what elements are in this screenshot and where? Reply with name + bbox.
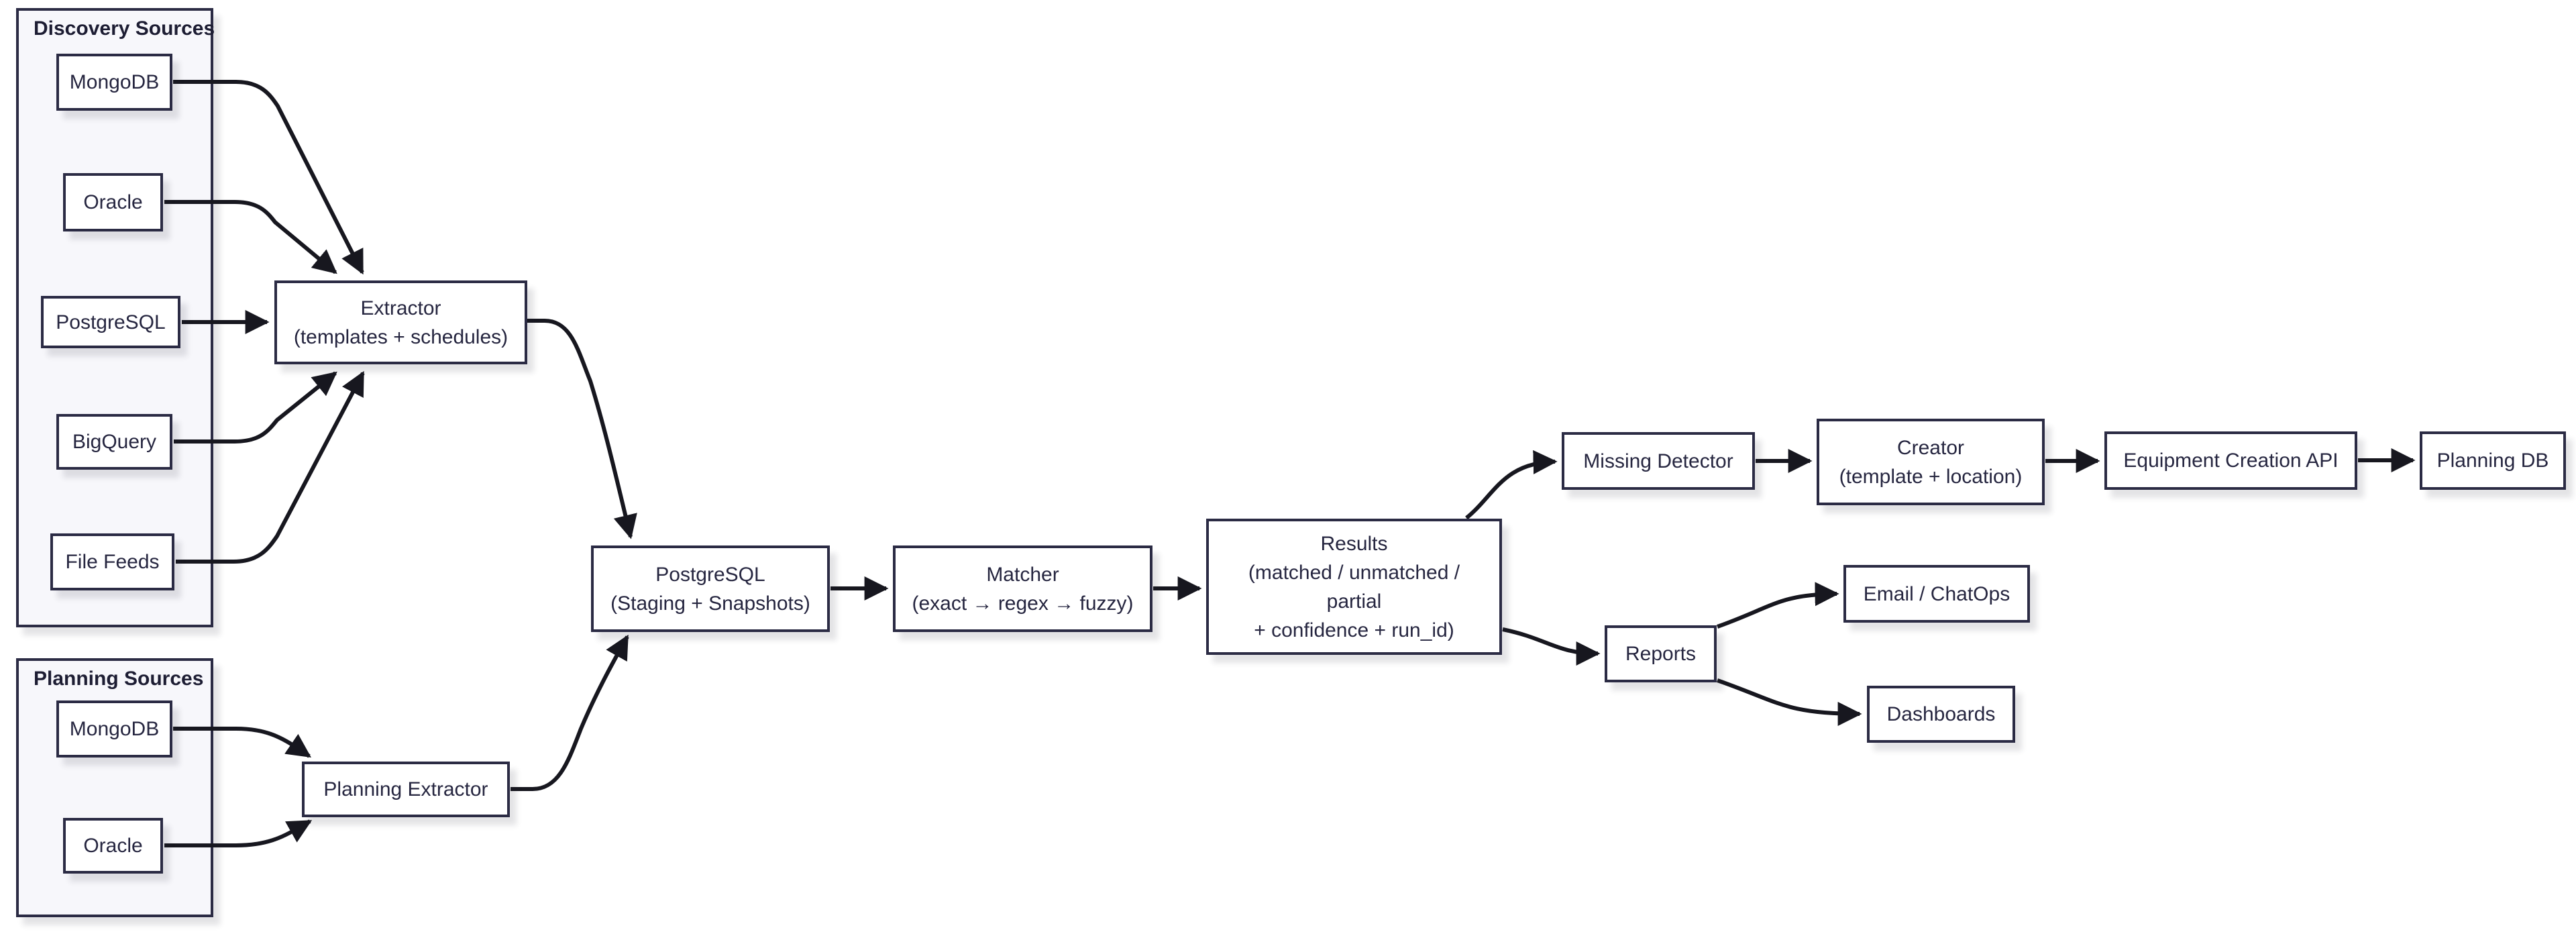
- node-label: BigQuery: [72, 431, 157, 453]
- node-reports: Reports: [1605, 625, 1717, 682]
- node-creator: Creator (template + location): [1817, 419, 2045, 505]
- node-label: Missing Detector: [1583, 450, 1733, 472]
- node-label: Creator: [1896, 436, 1965, 459]
- node-label: Equipment Creation API: [2123, 450, 2339, 472]
- group-label: Discovery Sources: [34, 17, 215, 40]
- edge-d_bigquery-to-extractor: [174, 371, 337, 444]
- node-p_mongodb: MongoDB: [56, 700, 172, 758]
- edge-d_mongodb-to-extractor: [173, 80, 364, 275]
- node-extractor: Extractor (templates + schedules): [274, 280, 527, 364]
- edge-p_mongodb-to-planning_extractor: [173, 727, 311, 758]
- node-label: PostgreSQL: [655, 563, 765, 586]
- edge-extractor-to-staging: [527, 319, 637, 539]
- node-staging: PostgreSQL (Staging + Snapshots): [591, 545, 830, 632]
- node-planning_db: Planning DB: [2420, 431, 2566, 490]
- node-email_chatops: Email / ChatOps: [1843, 565, 2030, 623]
- node-label: Matcher: [986, 563, 1059, 586]
- node-label: (templates + schedules): [293, 325, 508, 348]
- edge-reports-to-dashboards: [1717, 678, 1862, 726]
- node-d_postgresql: PostgreSQL: [41, 296, 180, 348]
- node-label: Reports: [1625, 643, 1697, 665]
- node-planning_extractor: Planning Extractor: [302, 762, 510, 817]
- node-label: Results: [1320, 532, 1388, 555]
- node-results: Results (matched / unmatched / partial + co…: [1206, 519, 1502, 655]
- edge-p_oracle-to-planning_extractor: [164, 819, 313, 847]
- node-label: partial: [1326, 590, 1382, 613]
- node-label: Dashboards: [1886, 703, 1996, 725]
- node-label: PostgreSQL: [56, 311, 166, 333]
- node-label: (template + location): [1839, 465, 2023, 488]
- edge-d_oracle-to-extractor: [164, 200, 337, 274]
- node-label: MongoDB: [69, 71, 160, 93]
- node-d_mongodb: MongoDB: [56, 54, 172, 111]
- node-label: File Feeds: [65, 551, 160, 573]
- node-label: Planning Extractor: [323, 778, 488, 800]
- node-d_oracle: Oracle: [63, 173, 163, 231]
- node-label: Extractor: [360, 297, 441, 319]
- node-p_oracle: Oracle: [63, 818, 163, 874]
- edge-planning_extractor-to-staging: [511, 634, 629, 791]
- node-d_bigquery: BigQuery: [56, 414, 172, 470]
- edge-reports-to-email_chatops: [1716, 582, 1839, 629]
- node-d_filefeeds: File Feeds: [50, 533, 174, 590]
- node-missing_detector: Missing Detector: [1562, 432, 1755, 490]
- node-dashboards: Dashboards: [1867, 686, 2015, 743]
- node-label: Planning DB: [2436, 450, 2549, 472]
- node-label: Email / ChatOps: [1863, 582, 2010, 605]
- node-equipment_api: Equipment Creation API: [2104, 431, 2357, 490]
- node-label: Oracle: [83, 191, 143, 213]
- edge-results-to-missing_detector: [1465, 450, 1558, 520]
- node-label: (matched / unmatched /: [1248, 561, 1460, 584]
- node-label: (exact → regex → fuzzy): [912, 592, 1134, 615]
- edge-results-to-reports: [1502, 627, 1601, 666]
- node-label: Oracle: [83, 835, 143, 857]
- edge-d_filefeeds-to-extractor: [176, 370, 365, 564]
- node-label: MongoDB: [69, 718, 160, 740]
- node-label: + confidence + run_id): [1254, 619, 1454, 641]
- node-label: (Staging + Snapshots): [610, 592, 810, 615]
- node-matcher: Matcher (exact → regex → fuzzy): [893, 545, 1152, 632]
- group-label: Planning Sources: [34, 668, 204, 690]
